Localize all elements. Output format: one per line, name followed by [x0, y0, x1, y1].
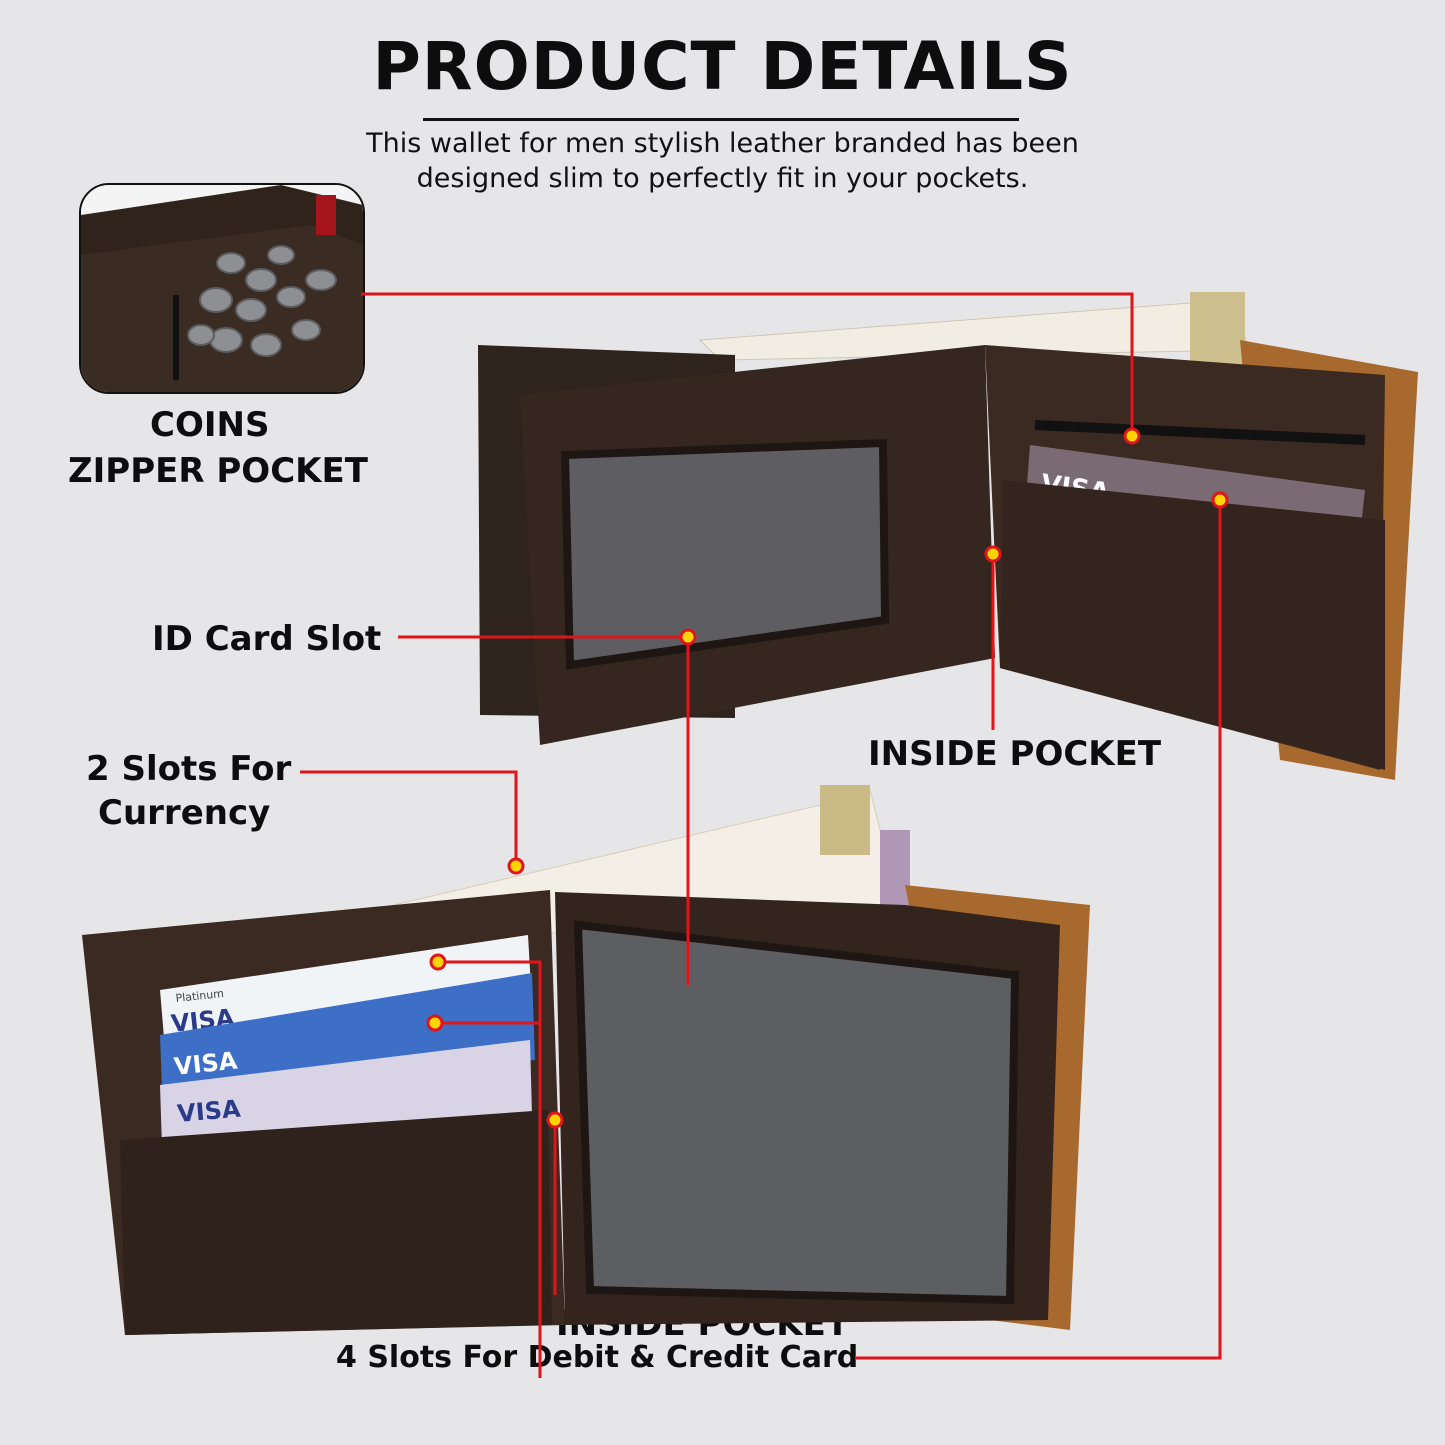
currency-slots-label-line2: Currency [98, 793, 271, 833]
card-tier-platinum: Platinum [175, 987, 225, 1005]
marker-inside-pocket-bottom [546, 1111, 564, 1129]
coin-pocket-inset-image [79, 183, 365, 394]
subtitle-line-2: designed slim to perfectly fit in your p… [416, 163, 1029, 194]
currency-slots-label-line1: 2 Slots For [86, 749, 292, 789]
card-slots-label: 4 Slots For Debit & Credit Card [336, 1340, 859, 1375]
top-wallet-image: VISA [478, 292, 1418, 780]
bottom-wallet-image: VISA Platinum VISA VISA [82, 785, 1090, 1335]
marker-zipper [1123, 427, 1141, 445]
inside-pocket-top-label: INSIDE POCKET [868, 734, 1162, 774]
page-title: PRODUCT DETAILS [372, 28, 1073, 105]
marker-currency [507, 857, 525, 875]
title-underline [423, 118, 1019, 121]
marker-id-window [679, 628, 697, 646]
marker-card-1 [429, 953, 447, 971]
callout-markers [426, 427, 1229, 1129]
zipper-pocket-label: ZIPPER POCKET [68, 451, 368, 491]
marker-card-2 [426, 1014, 444, 1032]
page-subtitle: This wallet for men stylish leather bran… [0, 126, 1445, 196]
coins-label: COINS [150, 405, 270, 445]
id-card-slot-label: ID Card Slot [152, 619, 382, 659]
card-brand-3: VISA [176, 1095, 242, 1128]
marker-inside-pocket-top [984, 545, 1002, 563]
card-brand-2: VISA [173, 1046, 239, 1081]
subtitle-line-1: This wallet for men stylish leather bran… [366, 128, 1079, 159]
marker-card-top [1211, 491, 1229, 509]
